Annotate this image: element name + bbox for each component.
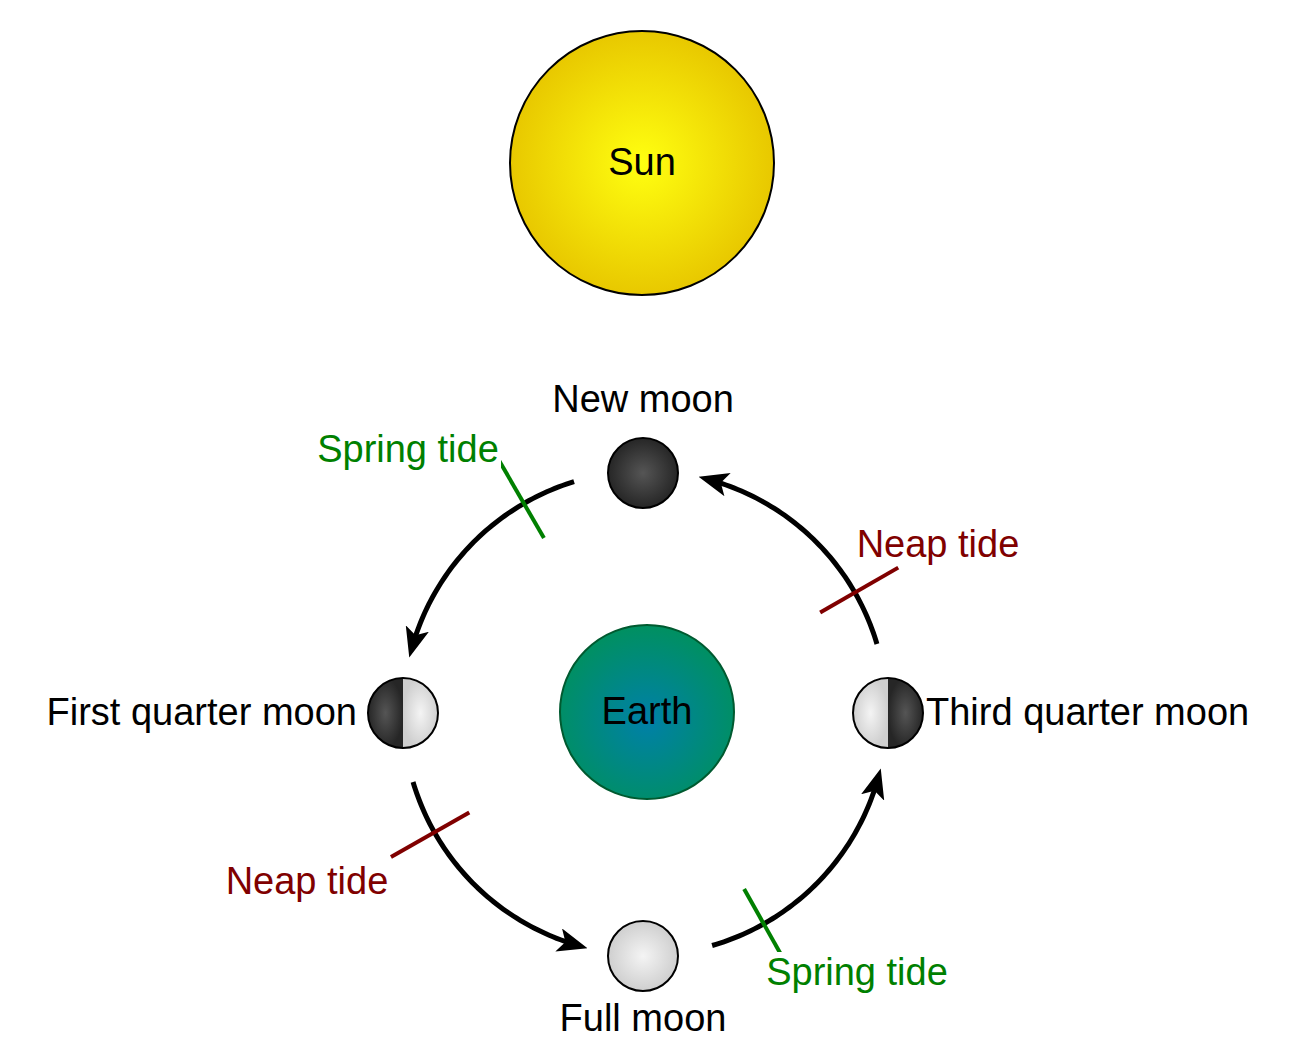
- node-label: New moon: [552, 379, 734, 421]
- node-label: Sun: [608, 142, 676, 184]
- circle-outline: [852, 677, 924, 749]
- node-label: Earth: [602, 691, 693, 733]
- orbit-arrow: [411, 482, 574, 650]
- tide-label: Neap tide: [224, 861, 391, 903]
- circle-outline: [607, 437, 679, 509]
- orbit-arrow: [712, 776, 878, 945]
- node-label: First quarter moon: [47, 692, 357, 734]
- moon-phase: Full moon: [607, 920, 679, 992]
- orbit-arrow: [413, 782, 580, 946]
- circle-outline: [367, 677, 439, 749]
- node-label: Full moon: [560, 998, 727, 1040]
- sun-circle: Sun: [509, 30, 775, 296]
- tide-label: Spring tide: [764, 952, 950, 994]
- tide-tick: [820, 568, 898, 613]
- tide-tick: [391, 813, 469, 857]
- circle-outline: [607, 920, 679, 992]
- tide-label: Neap tide: [855, 524, 1022, 566]
- moon-phase: New moon: [607, 437, 679, 509]
- orbit-arrow: [706, 479, 877, 644]
- tide-tick: [499, 460, 544, 538]
- moon-phase: First quarter moon: [367, 677, 439, 749]
- moon-phase: Third quarter moon: [852, 677, 924, 749]
- tide-label: Spring tide: [315, 429, 501, 471]
- node-label: Third quarter moon: [926, 692, 1249, 734]
- earth-circle: Earth: [559, 624, 735, 800]
